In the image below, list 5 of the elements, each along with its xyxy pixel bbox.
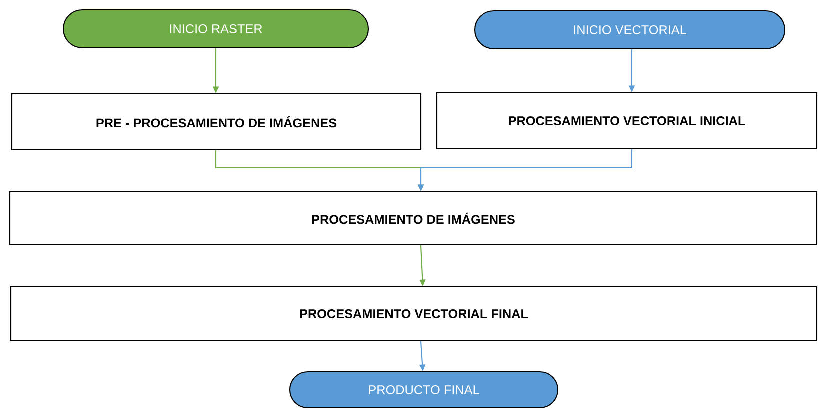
process-box: PROCESAMIENTO VECTORIAL INICIAL [436,92,818,150]
process-box: PROCESAMIENTO VECTORIAL FINAL [10,286,818,342]
terminal-oval: PRODUCTO FINAL [289,371,559,409]
process-box: PROCESAMIENTO DE IMÁGENES [9,191,818,246]
process-box: PRE - PROCESAMIENTO DE IMÁGENES [11,93,422,151]
